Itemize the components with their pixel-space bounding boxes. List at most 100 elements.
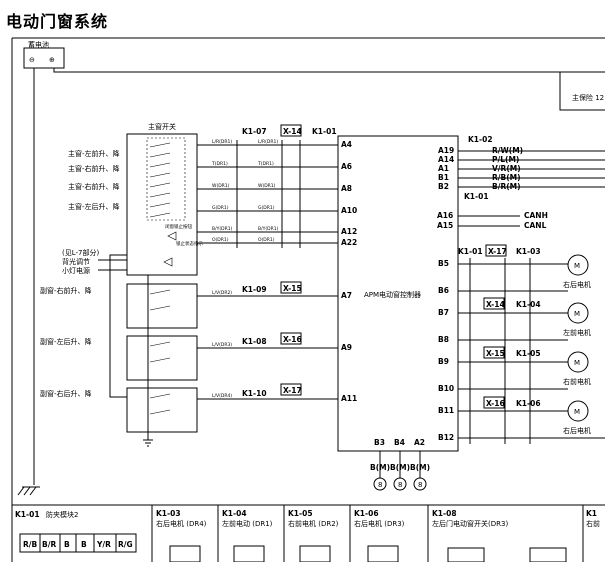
main-switch-block: 主窗开关 主窗-左前升、降 主窗-右前升、降 主窗-右前升、降 主窗-左后升、降… [68,122,203,276]
svg-text:K1-04: K1-04 [222,509,247,518]
motor-4-label: 右后电机 [563,426,591,435]
svg-text:右后电机 (DR4): 右后电机 (DR4) [156,519,207,528]
sub-switch-1-label: 副窗-右前升、降 [40,286,92,295]
svg-text:A22: A22 [341,238,357,247]
svg-text:X-14: X-14 [486,300,505,309]
motor-wiring: K1-01 X-17 K1-03 X-14 K1-04 X-15 K1-05 X… [458,244,605,444]
frame-ground-icon [17,486,40,496]
svg-text:W(DR1): W(DR1) [212,183,230,189]
motor-1-label: 右后电机 [563,280,591,289]
svg-text:B11: B11 [438,406,454,415]
sub-switch-2: 副窗-左后升、降 [40,335,198,381]
svg-text:A1: A1 [438,164,449,173]
svg-text:K1-03: K1-03 [156,509,181,518]
pin-grid [19,533,137,553]
svg-text:左后门电动窗开关(DR3): 左后门电动窗开关(DR3) [432,519,508,528]
svg-text:K1-08: K1-08 [242,337,267,346]
svg-text:A14: A14 [438,155,454,164]
svg-text:A10: A10 [341,206,357,215]
backlight-diode-icon [163,257,173,267]
main-switch-wires: L/R(DR1) T(DR1) W(DR1) G(DR1) B/Y(DR1) O… [197,139,338,248]
svg-text:A19: A19 [438,146,454,155]
svg-text:右后电机 (DR3): 右后电机 (DR3) [354,519,405,528]
svg-text:B12: B12 [438,433,454,442]
svg-text:A9: A9 [341,343,352,352]
svg-text:8: 8 [378,481,382,489]
sub-switch-1-contacts-icon [149,289,171,311]
motor-2-icon [567,302,589,324]
controller-ground: B(M) B(M) B(M) 8 8 8 [370,451,430,491]
svg-text:R/B(M): R/B(M) [492,173,521,182]
motor-2: M 左前电机 [563,302,591,337]
svg-text:8: 8 [398,481,402,489]
svg-text:O(DR1): O(DR1) [258,237,275,243]
svg-text:L/R(DR1): L/R(DR1) [212,139,232,145]
connector-k1-07: K1-07 [242,127,267,136]
main-switch-row-1: 主窗-左前升、降 [68,149,120,158]
svg-text:V/R(M): V/R(M) [492,164,521,173]
switch-contacts-icon [149,142,171,218]
svg-text:X-17: X-17 [488,247,507,256]
svg-text:B2: B2 [438,182,449,191]
svg-text:K1: K1 [586,509,597,518]
svg-text:G(DR1): G(DR1) [258,205,275,211]
page-title: 电动门窗系统 [6,12,109,31]
svg-text:R/B: R/B [23,540,38,549]
svg-text:B/R: B/R [42,540,56,549]
connector-k1-01: K1-01 [312,127,337,136]
svg-text:B6: B6 [438,286,449,295]
motor-3-icon [567,351,589,373]
svg-text:T(DR1): T(DR1) [211,161,228,167]
svg-text:B4: B4 [394,438,405,447]
connector-k1-03-icon [169,545,201,562]
connector-k1-08b-icon [529,547,567,562]
svg-text:M: M [574,262,580,270]
svg-text:K1-10: K1-10 [242,389,267,398]
svg-text:B(M): B(M) [390,463,410,472]
svg-text:左前电动 (DR1): 左前电动 (DR1) [222,519,273,528]
svg-text:K1-01: K1-01 [458,247,483,256]
svg-text:A12: A12 [341,227,357,236]
sub-switch-1: 副窗-右前升、降 [40,283,198,329]
main-fuse-wire [559,72,605,111]
sub-switch-3-label: 副窗-右后升、降 [40,389,92,398]
svg-text:K1-09: K1-09 [242,285,267,294]
svg-text:B/Y(DR1): B/Y(DR1) [258,226,279,232]
svg-text:B(M): B(M) [370,463,390,472]
svg-text:K1-01: K1-01 [464,192,489,201]
small-light-label: 小灯电源 [62,266,90,275]
controller-label: APM电动窗控制器 [364,290,421,299]
svg-text:B1: B1 [438,173,449,182]
svg-text:K1-02: K1-02 [468,135,493,144]
svg-text:右前: 右前 [586,519,600,528]
motor-4-icon [567,400,589,422]
svg-text:X-17: X-17 [283,386,302,395]
svg-text:B/R(M): B/R(M) [492,182,521,191]
svg-text:M: M [574,310,580,318]
connector-table: K1-01 防夹模块2 K1-03 右后电机 (DR4) K1-04 左前电动 … [11,505,600,562]
svg-text:L/V(DR4): L/V(DR4) [212,393,232,399]
svg-text:L/V(DR3): L/V(DR3) [212,342,232,348]
svg-text:M: M [574,408,580,416]
svg-text:R/G: R/G [118,540,133,549]
svg-text:A16: A16 [437,211,453,220]
sub-switch-3: 副窗-右后升、降 [40,387,198,433]
svg-text:B9: B9 [438,357,449,366]
sub-switch-3-contacts-icon [149,393,171,415]
svg-text:B10: B10 [438,384,454,393]
backlight-label: 背光调节 [62,257,90,266]
svg-text:A15: A15 [437,221,453,230]
connector-k1-05-icon [299,545,331,562]
frame-bottom [11,485,605,506]
note-ref: (见L-7部分) [62,248,99,257]
motor-3: M 右前电机 [563,351,591,386]
sub-switch-wires: K1-09 X-15 L/V(DR2) K1-08 X-16 L/V(DR3) … [197,281,338,400]
svg-text:A4: A4 [341,140,352,149]
switch-power-rail [109,254,127,398]
svg-text:K1-06: K1-06 [354,509,379,518]
svg-text:B: B [81,540,87,549]
svg-text:A2: A2 [414,438,425,447]
svg-text:防夹模块2: 防夹模块2 [46,510,78,519]
lock-indicator-diode-icon [167,231,177,241]
svg-text:W(DR1): W(DR1) [258,183,276,189]
